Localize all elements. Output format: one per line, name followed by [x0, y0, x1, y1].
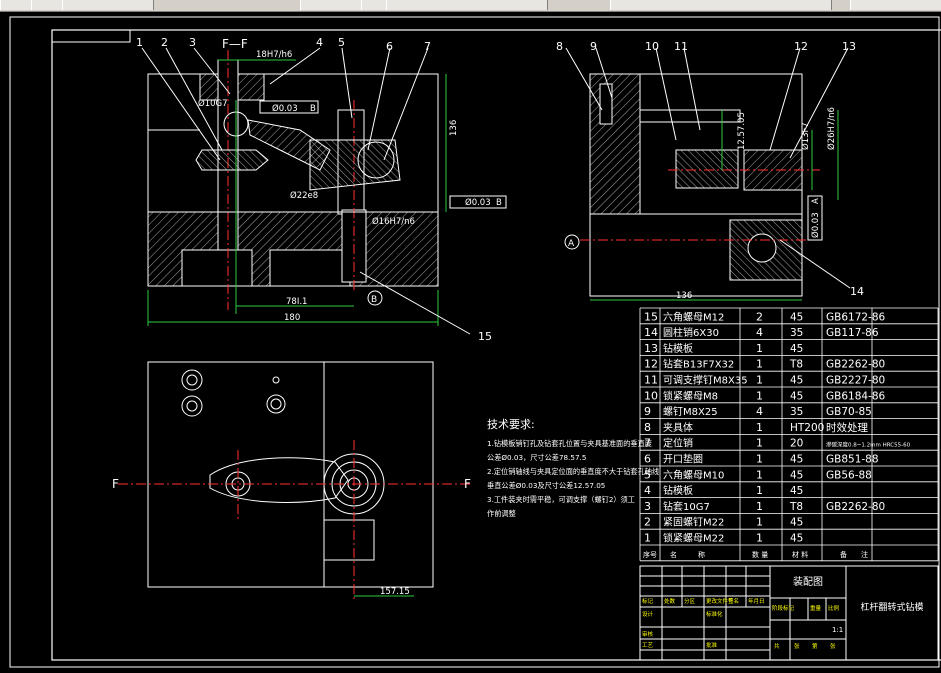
bom-cell-qty: 1	[756, 453, 763, 466]
bom-cell-no: 5	[644, 468, 651, 481]
bom-cell-standard: GB6172-86	[826, 311, 886, 323]
bom-cell-standard: GB851-88	[826, 454, 879, 466]
bom-cell-standard: GB2262-80	[826, 359, 885, 371]
bom-cell-no: 1	[644, 532, 651, 545]
bom-cell-no: 12	[644, 358, 658, 371]
bom-cell-name: 螺钉M8X25	[663, 406, 718, 418]
bom-cell-standard: GB56-88	[826, 469, 872, 481]
bom-cell-name: 钻模板	[663, 342, 693, 355]
side-view	[564, 47, 851, 301]
bom-cell-standard: GB70-85	[826, 406, 872, 418]
bom-header-no: 序号	[643, 550, 657, 559]
bom-cell-no: 2	[644, 516, 651, 529]
bom-cell-standard: 渗碳深度0.8~1.2mm HRC55-60	[826, 441, 911, 449]
frame-corner-mark	[52, 30, 131, 43]
bom-cell-qty: 1	[756, 389, 763, 402]
bom-cell-name: 钻套B13F7X32	[663, 358, 734, 371]
bom-cell-qty: 1	[756, 516, 763, 529]
bom-cell-material: 45	[790, 343, 803, 355]
bom-header-name: 名 称	[670, 550, 705, 559]
bom-cell-material: 45	[790, 469, 803, 481]
bom-cell-standard: GB2227-80	[826, 375, 885, 387]
bom-cell-no: 8	[644, 421, 651, 434]
toolbar-button[interactable]	[610, 0, 832, 10]
bom-cell-qty: 1	[756, 532, 763, 545]
bom-cell-name: 六角螺母M10	[663, 469, 724, 481]
bom-cell-material: 45	[790, 375, 803, 387]
bom-cell-qty: 1	[756, 468, 763, 481]
toolbar-button[interactable]	[62, 0, 154, 10]
outer-frame	[9, 16, 940, 668]
bom-header-note: 备 注	[840, 550, 868, 559]
bom-cell-material: T8	[789, 359, 803, 371]
bom-cell-qty: 1	[756, 484, 763, 497]
bom-cell-no: 14	[644, 326, 658, 339]
bom-cell-name: 可调支撑钉M8X35	[663, 374, 748, 387]
section-view-ff	[141, 47, 507, 335]
bom-header-material: 材 料	[792, 550, 808, 559]
inner-frame	[51, 29, 941, 661]
bom-cell-qty: 1	[756, 374, 763, 387]
bom-cell-qty: 4	[756, 405, 763, 418]
bom-cell-standard: GB6184-86	[826, 390, 886, 402]
bom-cell-no: 3	[644, 500, 651, 513]
bom-cell-qty: 1	[756, 500, 763, 513]
bom-cell-material: T8	[789, 501, 803, 513]
bom-cell-material: 45	[790, 311, 803, 323]
bom-cell-material: 35	[790, 327, 803, 339]
bom-cell-name: 圆柱销6X30	[663, 326, 719, 339]
bom-cell-name: 紧固螺钉M22	[663, 517, 724, 529]
bom-cell-material: 45	[790, 454, 803, 466]
bom-cell-name: 六角螺母M12	[663, 311, 724, 323]
bom-cell-no: 9	[644, 405, 651, 418]
bom-cell-qty: 1	[756, 358, 763, 371]
bom-cell-no: 7	[644, 437, 651, 450]
bom-cell-no: 15	[644, 310, 658, 323]
toolbar	[0, 0, 941, 12]
bom-cell-standard: GB2262-80	[826, 501, 885, 513]
bom-cell-material: 20	[790, 438, 803, 450]
bom-cell-qty: 2	[756, 310, 763, 323]
bom-cell-no: 13	[644, 342, 658, 355]
bom-cell-standard: GB117-86	[826, 327, 879, 339]
bom-cell-no: 6	[644, 453, 651, 466]
bom-cell-name: 定位销	[663, 437, 693, 450]
toolbar-button[interactable]	[850, 0, 941, 10]
toolbar-button[interactable]	[386, 0, 548, 10]
bom-cell-name: 锁紧螺母M8	[663, 389, 718, 402]
bom-cell-name: 钻模板	[663, 484, 693, 497]
bom-cell-name: 锁紧螺母M22	[663, 532, 724, 545]
bom-cell-material: 45	[790, 517, 803, 529]
bom-cell-qty: 4	[756, 326, 763, 339]
bom-cell-material: 45	[790, 485, 803, 497]
bom-cell-material: 35	[790, 406, 803, 418]
bom-cell-qty: 1	[756, 421, 763, 434]
bom-cell-name: 开口垫圈	[663, 453, 703, 466]
bom-cell-no: 11	[644, 374, 658, 387]
bom-cell-qty: 1	[756, 437, 763, 450]
bom-cell-standard: 时效处理	[826, 421, 868, 434]
bom-cell-qty: 1	[756, 342, 763, 355]
bom-cell-material: HT200	[790, 422, 824, 434]
plan-view	[118, 361, 470, 600]
bom-cell-name: 夹具体	[663, 421, 693, 434]
bom-cell-name: 钻套10G7	[663, 500, 710, 513]
title-block	[639, 565, 939, 661]
bom-cell-material: 45	[790, 533, 803, 545]
bom-cell-no: 4	[644, 484, 651, 497]
bom-header-qty: 数 量	[752, 550, 768, 559]
bom-cell-no: 10	[644, 389, 658, 402]
bom-cell-material: 45	[790, 390, 803, 402]
